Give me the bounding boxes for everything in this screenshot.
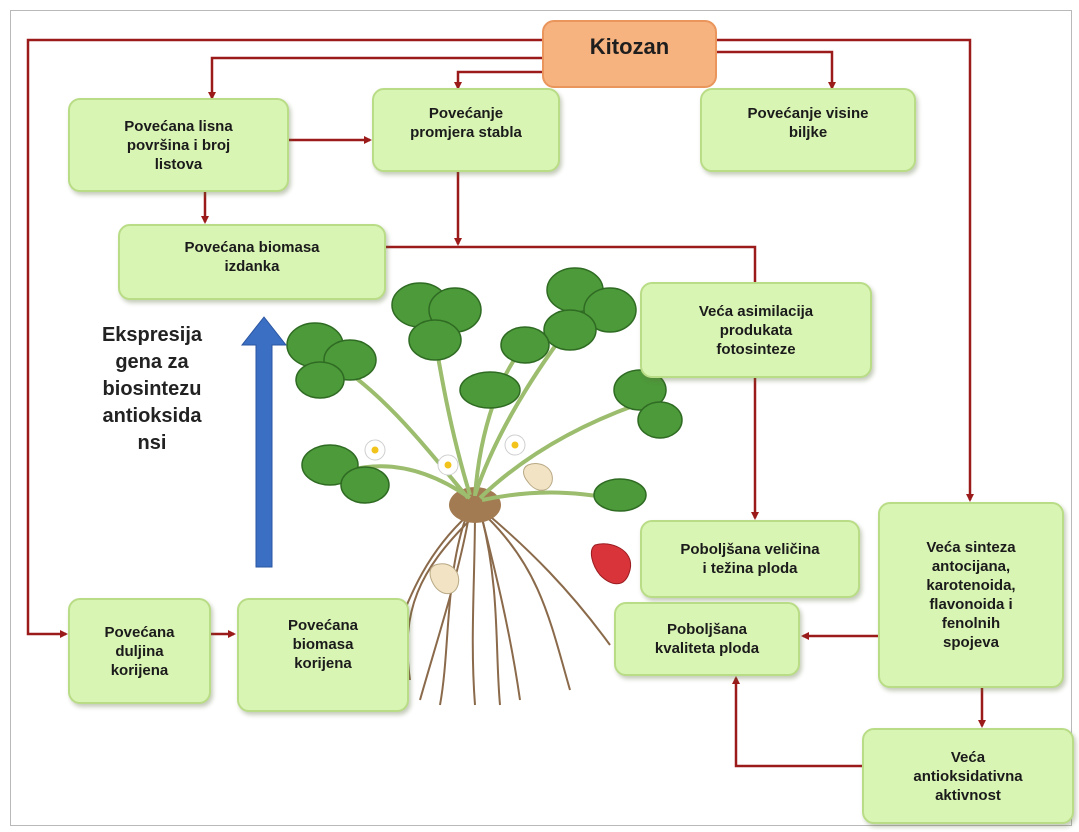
box-root-length: Povećana duljina korijena [68, 598, 211, 704]
arrow-kitozan-height [717, 50, 836, 90]
fruit-quality-label: Poboljšana kvaliteta ploda [654, 621, 760, 657]
kitozan-title-box: Kitozan [542, 20, 717, 88]
plant-height-label: Povećanje visine biljke [747, 105, 869, 141]
arrow-kitozan-stem [454, 70, 542, 90]
arrow-shoot-fruit-size [386, 245, 757, 282]
box-leaf-area: Povećana lisna površina i broj listova [68, 98, 289, 192]
box-stem-diameter: Povećanje promjera stabla [372, 88, 560, 172]
box-synthesis: Veća sinteza antocijana, karotenoida, fl… [878, 502, 1064, 688]
fruit-size-label: Poboljšana veličina i težina ploda [680, 541, 820, 577]
root-biomass-label: Povećana biomasa korijena [287, 617, 359, 672]
box-fruit-quality: Poboljšana kvaliteta ploda [614, 602, 800, 676]
gene-expression-label: Ekspresija gena za biosintezu antioksida… [101, 324, 203, 454]
box-antioxidant: Veća antioksidativna aktivnost [862, 728, 1074, 824]
box-root-biomass: Povećana biomasa korijena [237, 598, 409, 712]
leaf-area-label: Povećana lisna površina i broj listova [124, 117, 233, 173]
stem-diameter-label: Povećanje promjera stabla [410, 105, 522, 141]
box-plant-height: Povećanje visine biljke [700, 88, 916, 172]
box-assimilation: Veća asimilacija produkata fotosinteze [640, 282, 872, 378]
box-fruit-size: Poboljšana veličina i težina ploda [640, 520, 860, 598]
assimilation-label: Veća asimilacija produkata fotosinteze [698, 302, 814, 358]
arrow-kitozan-root-length [26, 38, 542, 638]
strawberry-plant-illustration [286, 267, 683, 706]
kitozan-title: Kitozan [589, 34, 670, 59]
arrow-kitozan-leaf-area [208, 56, 542, 100]
antioxidant-label: Veća antioksidativna aktivnost [913, 748, 1023, 804]
blue-up-arrow [240, 316, 288, 568]
root-length-label: Povećana duljina korijena [104, 623, 175, 679]
arrow-kitozan-synthesis [717, 38, 974, 502]
box-shoot-biomass: Povećana biomasa izdanka [118, 224, 386, 300]
arrow-antioxidant-quality [732, 676, 862, 768]
shoot-biomass-label: Povećana biomasa izdanka [184, 239, 320, 275]
synthesis-label: Veća sinteza antocijana, karotenoida, fl… [926, 539, 1016, 651]
